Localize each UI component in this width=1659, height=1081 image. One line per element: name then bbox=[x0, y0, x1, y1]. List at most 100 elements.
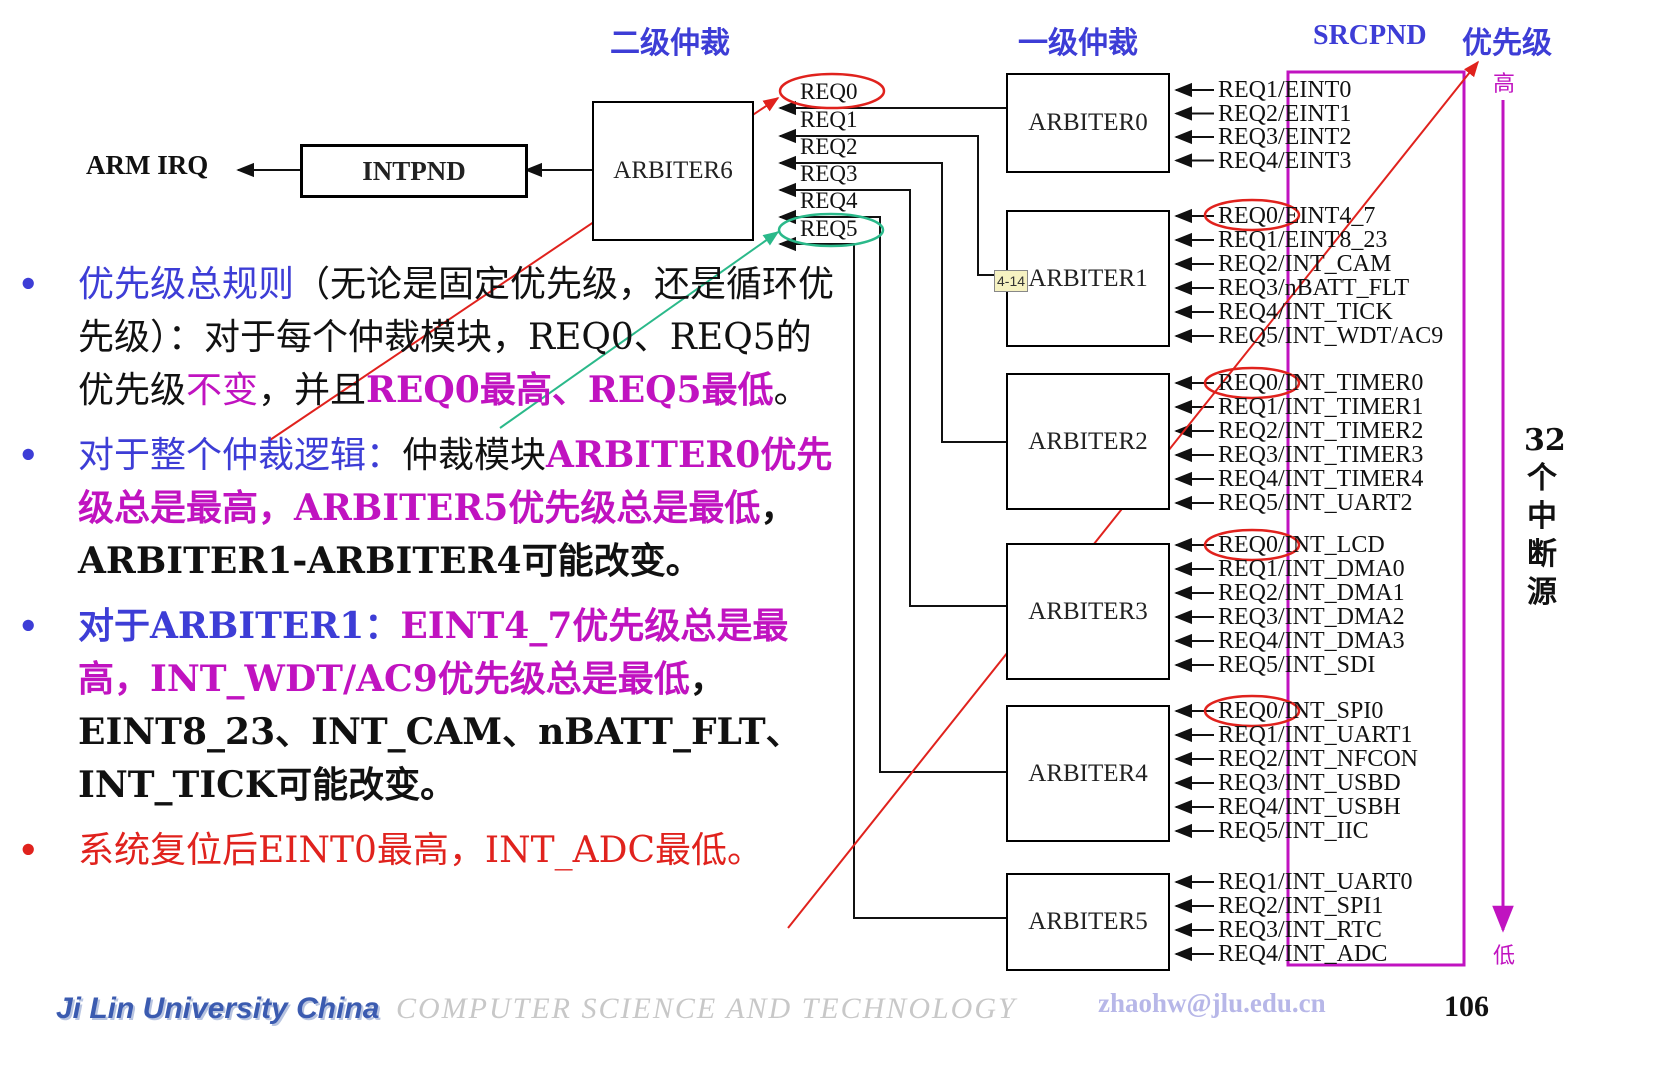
arbiter6-input-req0: REQ0 bbox=[800, 79, 858, 104]
source-label: REQ2/INT_TIMER2 bbox=[1218, 418, 1424, 444]
note-tag: 4-14 bbox=[994, 270, 1029, 292]
side-char: 中 bbox=[1527, 499, 1557, 534]
priority-low-label: 低 bbox=[1493, 944, 1516, 969]
source-label: REQ4/INT_TIMER4 bbox=[1218, 466, 1424, 492]
source-arrows bbox=[1174, 82, 1214, 962]
arbiter6-label: ARBITER6 bbox=[613, 157, 733, 184]
footer-email[interactable]: zhaohw@jlu.edu.cn bbox=[1098, 988, 1326, 1018]
source-label: REQ2/INT_NFCON bbox=[1218, 746, 1419, 772]
source-label: REQ4/INT_TICK bbox=[1218, 299, 1393, 325]
page-number: 106 bbox=[1444, 990, 1489, 1023]
source-label: REQ2/INT_CAM bbox=[1218, 251, 1392, 277]
arbiter6-input-req4: REQ4 bbox=[800, 188, 858, 213]
source-label: REQ4/INT_ADC bbox=[1218, 941, 1388, 967]
intpnd-box: INTPND bbox=[300, 144, 528, 198]
footer-university: Ji Lin University China bbox=[56, 992, 380, 1025]
bullet3-text: ，EINT8_23、INT_CAM、nBATT_FLT、INT_TICK可能改变… bbox=[78, 658, 802, 806]
bullet-dot: • bbox=[18, 607, 39, 645]
source-label: REQ4/EINT3 bbox=[1218, 147, 1352, 174]
arbiter2-label: ARBITER2 bbox=[1028, 427, 1148, 455]
bullet1-end: 。 bbox=[773, 370, 810, 411]
bullet3-highlight: EINT4_7优先级总是最高，INT_WDT/AC9优先级总是最低 bbox=[78, 605, 789, 700]
arbiter1-label: ARBITER1 bbox=[1028, 264, 1148, 292]
footer-dept: COMPUTER SCIENCE AND TECHNOLOGY bbox=[396, 992, 1017, 1025]
source-label: REQ0/INT_TIMER0 bbox=[1218, 370, 1424, 396]
source-label: REQ3/INT_TIMER3 bbox=[1218, 442, 1424, 468]
bullet-dot: • bbox=[18, 436, 39, 474]
header-srcpnd: SRCPND bbox=[1313, 20, 1427, 51]
source-label: REQ5/INT_WDT/AC9 bbox=[1218, 323, 1444, 349]
arbiter3-label: ARBITER3 bbox=[1028, 597, 1148, 625]
arbiter4-box: ARBITER4 bbox=[1006, 705, 1170, 842]
bullet-list: • 优先级总规则（无论是固定优先级，还是循环优先级）：对于每个仲裁模块，REQ0… bbox=[18, 258, 838, 889]
source-label: REQ3/INT_RTC bbox=[1218, 917, 1382, 943]
source-label: REQ0/INT_LCD bbox=[1218, 532, 1385, 558]
bullet1-unchanged: 不变 bbox=[186, 370, 259, 411]
arbiter6-input-req5: REQ5 bbox=[800, 216, 858, 241]
arbiter3-box: ARBITER3 bbox=[1006, 543, 1170, 680]
bullet-priority-rule: • 优先级总规则（无论是固定优先级，还是循环优先级）：对于每个仲裁模块，REQ0… bbox=[18, 258, 838, 417]
source-label: REQ1/INT_DMA0 bbox=[1218, 556, 1405, 582]
source-label: REQ2/INT_DMA1 bbox=[1218, 580, 1405, 606]
source-label: REQ5/INT_IIC bbox=[1218, 818, 1369, 844]
bullet-dot: • bbox=[18, 265, 39, 303]
req0-highlights bbox=[778, 72, 1301, 728]
source-label: REQ3/nBATT_FLT bbox=[1218, 275, 1410, 301]
bullet1-text: （无论是固定优先级，还是循环优先级）：对于每个仲裁模块，REQ0、REQ5的优先… bbox=[78, 264, 835, 411]
bullet-dot: • bbox=[18, 831, 39, 869]
bullet1-text2: ，并且 bbox=[258, 370, 367, 411]
priority-high-label: 高 bbox=[1493, 72, 1516, 97]
side-char: 源 bbox=[1527, 575, 1557, 610]
arbiter6-box: ARBITER6 bbox=[592, 101, 754, 241]
bullet1-heading: 优先级总规则 bbox=[78, 264, 295, 305]
interrupt-count-label: 32 个 中 断 源 bbox=[1524, 422, 1566, 612]
source-label: REQ4/INT_DMA3 bbox=[1218, 628, 1405, 654]
source-label: REQ1/INT_TIMER1 bbox=[1218, 394, 1424, 420]
source-label: REQ1/EINT0 bbox=[1218, 77, 1352, 103]
side-char: 断 bbox=[1527, 537, 1557, 572]
arbiter5-box: ARBITER5 bbox=[1006, 873, 1170, 971]
bullet2-heading: 对于整个仲裁逻辑： bbox=[78, 435, 403, 476]
header-priority: 优先级 bbox=[1462, 26, 1552, 61]
source-label: REQ3/INT_USBD bbox=[1218, 770, 1401, 796]
bullet2-text: 仲裁模块 bbox=[402, 435, 547, 476]
side-char: 个 bbox=[1527, 461, 1557, 496]
source-label: REQ2/INT_SPI1 bbox=[1218, 893, 1384, 919]
arm-irq-label: ARM IRQ bbox=[86, 150, 209, 180]
bullet-arbiter1: • 对于ARBITER1：EINT4_7优先级总是最高，INT_WDT/AC9优… bbox=[18, 600, 838, 812]
source-label: REQ0/EINT4_7 bbox=[1218, 203, 1376, 229]
arbiter4-label: ARBITER4 bbox=[1028, 759, 1148, 787]
arbiter1-box: ARBITER1 bbox=[1006, 210, 1170, 347]
arbiter6-input-req1: REQ1 bbox=[800, 107, 858, 132]
arbiter0-label: ARBITER0 bbox=[1028, 109, 1148, 136]
side-char: 32 bbox=[1524, 423, 1566, 458]
source-label: REQ3/EINT2 bbox=[1218, 124, 1352, 150]
bullet-reset: • 系统复位后EINT0最高，INT_ADC最低。 bbox=[18, 824, 838, 877]
arbiter2-box: ARBITER2 bbox=[1006, 373, 1170, 510]
arbiter6-input-req2: REQ2 bbox=[800, 134, 858, 159]
source-label: REQ2/EINT1 bbox=[1218, 100, 1352, 127]
green-pointer-req5 bbox=[499, 231, 780, 429]
source-label: REQ1/INT_UART1 bbox=[1218, 722, 1413, 748]
intpnd-label: INTPND bbox=[362, 155, 466, 186]
source-label: REQ5/INT_SDI bbox=[1218, 652, 1376, 678]
header-first-level: 一级仲裁 bbox=[1018, 26, 1138, 61]
bullet4-text: 系统复位后EINT0最高，INT_ADC最低。 bbox=[78, 830, 764, 871]
header-second-level: 二级仲裁 bbox=[610, 26, 730, 61]
srcpnd-box bbox=[1286, 70, 1466, 967]
source-label: REQ1/INT_UART0 bbox=[1218, 869, 1413, 895]
arbiter5-label: ARBITER5 bbox=[1028, 908, 1148, 935]
req5-highlight bbox=[777, 212, 885, 248]
source-label: REQ5/INT_UART2 bbox=[1218, 490, 1413, 516]
source-label: REQ1/EINT8_23 bbox=[1218, 227, 1388, 253]
arbiter6-input-req3: REQ3 bbox=[800, 161, 858, 186]
source-label: REQ0/INT_SPI0 bbox=[1218, 698, 1384, 724]
source-label: REQ4/INT_USBH bbox=[1218, 794, 1401, 820]
bullet3-heading: 对于ARBITER1： bbox=[78, 605, 401, 647]
bullet1-highlight: REQ0最高、REQ5最低 bbox=[366, 369, 774, 411]
bullet-overall-logic: • 对于整个仲裁逻辑：仲裁模块ARBITER0优先级总是最高，ARBITER5优… bbox=[18, 429, 838, 588]
bullet2-text2: ，ARBITER1-ARBITER4可能改变。 bbox=[78, 487, 797, 582]
bullet2-highlight: ARBITER0优先级总是最高，ARBITER5优先级总是最低 bbox=[78, 434, 833, 529]
source-label: REQ3/INT_DMA2 bbox=[1218, 604, 1405, 630]
